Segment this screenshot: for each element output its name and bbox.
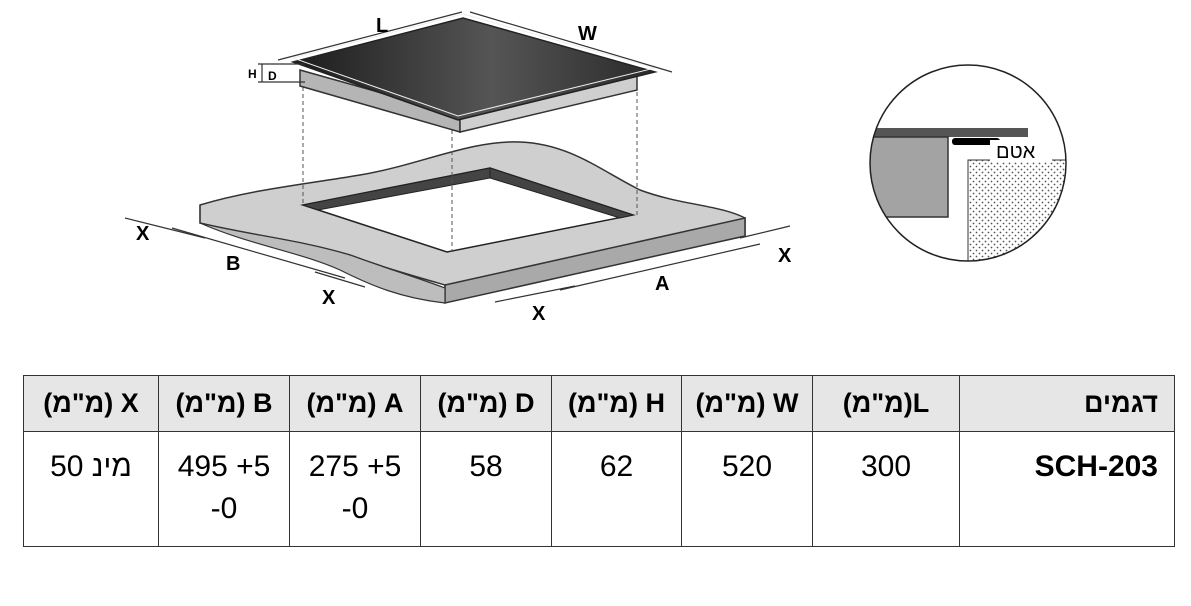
- header-d: (מ"מ) D: [420, 375, 552, 432]
- label-X-bottom-left: X: [322, 287, 336, 309]
- header-l: (מ"מ)L: [812, 375, 960, 432]
- table-row: מינ 50 495 +5 -0 275 +5 -0 58 62 520 300…: [23, 431, 1175, 547]
- header-w: (מ"מ) W: [681, 375, 813, 432]
- projection-lines: [302, 80, 638, 252]
- label-X-right: X: [778, 245, 792, 267]
- cell-model: SCH-203: [959, 431, 1175, 547]
- cell-b: 495 +5 -0: [158, 431, 290, 547]
- label-L: L: [376, 15, 388, 37]
- header-models: דגמים: [959, 375, 1175, 432]
- header-a: (מ"מ) A: [289, 375, 421, 432]
- label-A: A: [655, 273, 669, 295]
- cell-d: 58: [420, 431, 552, 547]
- header-b: (מ"מ) B: [158, 375, 290, 432]
- label-W: W: [578, 23, 597, 45]
- seal-detail-circle: אטם: [869, 64, 1067, 262]
- countertop: [199, 141, 746, 304]
- table-header-row: (מ"מ) X (מ"מ) B (מ"מ) A (מ"מ) D (מ"מ) H …: [23, 375, 1175, 432]
- cell-a: 275 +5 -0: [289, 431, 421, 547]
- hob: [290, 13, 658, 133]
- seal-label: אטם: [996, 141, 1036, 163]
- cell-w: 520: [681, 431, 813, 547]
- label-H: H: [248, 67, 257, 81]
- label-B: B: [226, 253, 240, 275]
- header-h: (מ"מ) H: [551, 375, 682, 432]
- header-x: (מ"מ) X: [23, 375, 159, 432]
- spec-table: (מ"מ) X (מ"מ) B (מ"מ) A (מ"מ) D (מ"מ) H …: [23, 375, 1175, 547]
- glass-top: [290, 17, 658, 121]
- label-X-left: X: [136, 223, 150, 245]
- cell-l: 300: [812, 431, 960, 547]
- label-X-bottom: X: [532, 303, 546, 325]
- label-D: D: [268, 69, 277, 83]
- dimension-lines: [124, 11, 791, 303]
- cell-h: 62: [551, 431, 682, 547]
- seal-strip: [952, 138, 1000, 145]
- cell-x: מינ 50: [23, 431, 159, 547]
- installation-diagram: L W H D X B X X A X אטם: [124, 11, 1067, 325]
